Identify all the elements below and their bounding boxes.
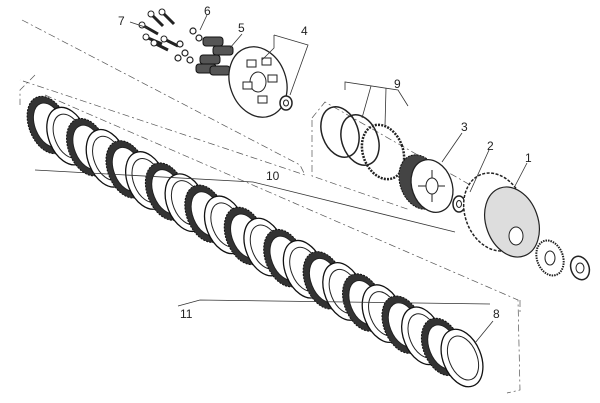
leader-lines bbox=[34, 14, 528, 344]
outer-clutch-basket bbox=[462, 172, 591, 281]
callout-1: 1 bbox=[525, 151, 532, 165]
bolt bbox=[150, 39, 169, 52]
spring bbox=[212, 45, 234, 56]
bolt bbox=[147, 10, 165, 28]
snap-ring-set bbox=[320, 106, 406, 181]
bolt bbox=[138, 21, 159, 36]
bolt bbox=[160, 35, 179, 48]
callout-10: 10 bbox=[266, 169, 280, 183]
callout-7: 7 bbox=[118, 14, 125, 28]
callout-labels: 1 2 3 4 5 6 7 8 9 10 11 bbox=[118, 4, 532, 321]
steel-plate bbox=[440, 328, 484, 388]
callout-9: 9 bbox=[394, 77, 401, 91]
callout-4: 4 bbox=[301, 24, 308, 38]
callout-11: 11 bbox=[180, 307, 193, 321]
bolt-set bbox=[138, 8, 179, 52]
callout-6: 6 bbox=[204, 4, 211, 18]
spring bbox=[209, 65, 231, 76]
spring bbox=[202, 36, 224, 47]
callout-5: 5 bbox=[238, 21, 245, 35]
assembly-boundaries bbox=[19, 19, 536, 394]
pressure-plate bbox=[228, 46, 293, 118]
spring bbox=[199, 54, 221, 65]
clutch-plate-stack bbox=[26, 95, 484, 388]
inner-clutch-hub bbox=[398, 154, 454, 213]
bolt bbox=[158, 8, 176, 26]
washer-set bbox=[174, 27, 203, 64]
callout-2: 2 bbox=[487, 139, 494, 153]
spring-set bbox=[195, 36, 234, 76]
callout-3: 3 bbox=[461, 120, 468, 134]
callout-8: 8 bbox=[493, 307, 500, 321]
